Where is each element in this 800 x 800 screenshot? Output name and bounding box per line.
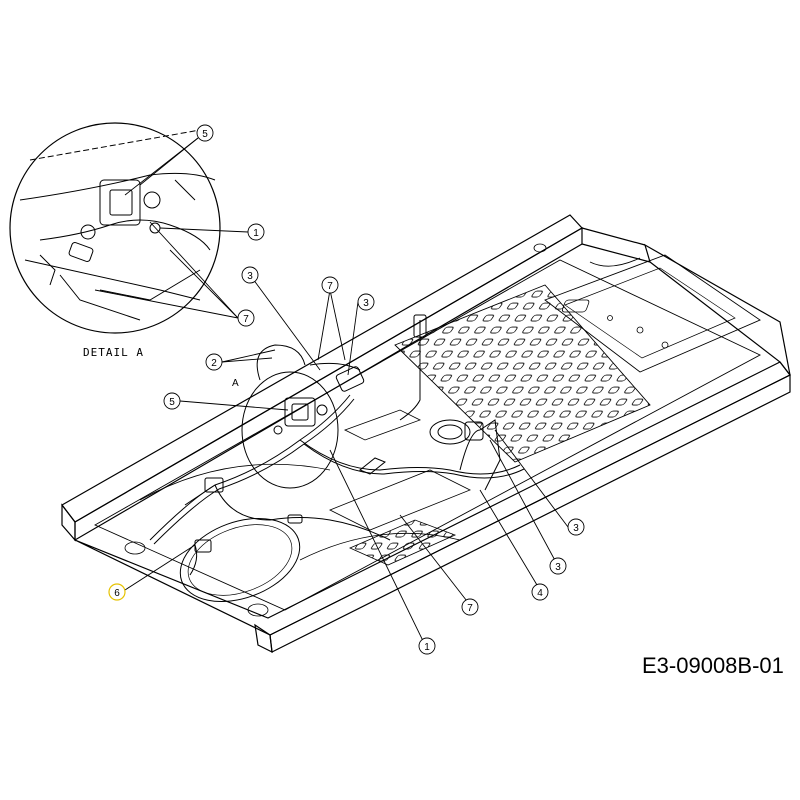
perforated-plate	[394, 284, 651, 463]
callout-7-detail: 7	[237, 309, 255, 327]
callout-6: 6	[108, 583, 126, 601]
switch-assembly	[194, 477, 303, 553]
callout-label: 3	[555, 562, 561, 573]
callout-7-bottom: 7	[461, 598, 479, 616]
callout-1-detail: 1	[247, 223, 265, 241]
callout-label: 3	[573, 523, 579, 534]
callout-2: 2	[205, 353, 223, 371]
drawing-code: E3-09008B-01	[642, 653, 784, 678]
main-solenoid	[273, 397, 328, 435]
callout-3-top: 3	[241, 266, 259, 284]
callout-label: 3	[363, 298, 369, 309]
callout-5-main: 5	[163, 392, 181, 410]
callout-3-right-b: 3	[549, 557, 567, 575]
callout-label: 7	[327, 281, 333, 292]
perforated-plate-small	[349, 519, 457, 566]
callout-label: 7	[243, 314, 249, 325]
detail-a-reference: A	[232, 378, 239, 389]
callout-5-detail: 5	[196, 124, 214, 142]
detail-a-view	[9, 122, 221, 334]
callout-3-right-a: 3	[567, 518, 585, 536]
callout-4: 4	[531, 583, 549, 601]
callout-label: 4	[537, 588, 543, 599]
callout-3-upper-right: 3	[357, 293, 375, 311]
callout-label: 1	[253, 228, 259, 239]
callout-7-top: 7	[321, 276, 339, 294]
clutch-motor	[429, 419, 484, 445]
chassis-frame	[61, 214, 791, 654]
relay-module	[335, 366, 365, 392]
callout-label: 5	[169, 397, 175, 408]
callout-label: 5	[202, 129, 208, 140]
callout-label: 1	[424, 642, 430, 653]
callout-label: 7	[467, 603, 473, 614]
detail-a-label: DETAIL A	[83, 346, 144, 359]
connector-plug	[413, 314, 427, 338]
detail-a-boundary	[241, 371, 339, 489]
callout-label: 6	[114, 588, 120, 599]
leader-lines	[94, 137, 569, 646]
callout-label: 3	[247, 271, 253, 282]
callout-1-bottom: 1	[418, 637, 436, 655]
callout-label: 2	[211, 358, 217, 369]
